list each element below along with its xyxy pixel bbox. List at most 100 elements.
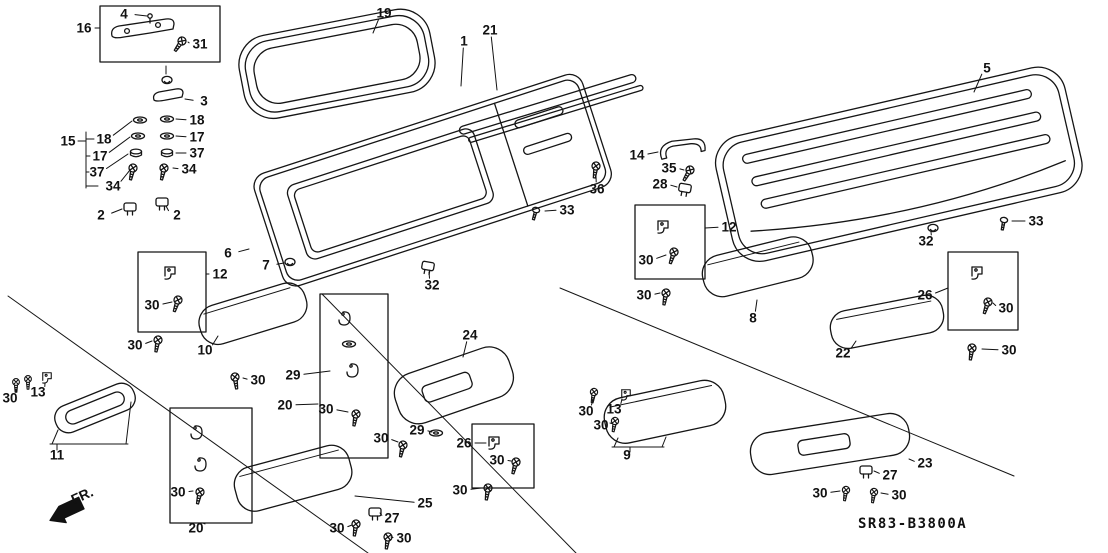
callout-leader bbox=[908, 458, 915, 462]
clip-box-26-right bbox=[947, 251, 1019, 331]
screw-icon bbox=[156, 162, 170, 182]
screw-icon bbox=[868, 487, 879, 504]
callout-7: 7 bbox=[262, 258, 270, 273]
callout-37: 37 bbox=[89, 165, 104, 180]
callout-30: 30 bbox=[2, 391, 17, 406]
hook-box-lowerleft bbox=[169, 407, 253, 524]
callout-30: 30 bbox=[638, 253, 653, 268]
callout-1: 1 bbox=[460, 34, 468, 49]
screw-icon bbox=[151, 334, 164, 354]
stud-icon bbox=[998, 216, 1009, 232]
divider-line-left bbox=[7, 295, 369, 553]
callout-23: 23 bbox=[917, 456, 933, 471]
callout-leader bbox=[428, 271, 430, 279]
hook-icon bbox=[194, 457, 207, 472]
callout-leader bbox=[184, 98, 194, 101]
callout-leader bbox=[303, 370, 331, 375]
visor-clip-icon bbox=[164, 266, 176, 280]
callout-28: 28 bbox=[652, 177, 668, 192]
callout-19: 19 bbox=[376, 6, 391, 21]
callout-leader bbox=[111, 208, 123, 214]
callout-leader bbox=[507, 460, 512, 462]
washer-icon bbox=[159, 132, 175, 140]
callout-leader bbox=[108, 136, 131, 153]
screw-icon bbox=[481, 482, 494, 502]
hook-icon bbox=[338, 311, 351, 326]
clip-icon bbox=[155, 197, 169, 211]
callout-leader bbox=[347, 524, 353, 528]
callout-30: 30 bbox=[170, 485, 185, 500]
callout-leader bbox=[372, 18, 380, 34]
sun-visor-24 bbox=[393, 346, 515, 425]
screw-icon bbox=[659, 287, 672, 307]
screw-icon bbox=[395, 439, 409, 459]
screw-icon bbox=[608, 416, 620, 433]
callout-leader bbox=[354, 495, 415, 503]
callout-leader bbox=[591, 398, 594, 406]
callout-3: 3 bbox=[200, 94, 208, 109]
washer-icon bbox=[341, 340, 357, 348]
callout-30: 30 bbox=[127, 338, 142, 353]
washer-icon bbox=[428, 429, 444, 437]
callout-leader bbox=[850, 340, 857, 349]
callout-2: 2 bbox=[97, 208, 105, 223]
sun-visor-22 bbox=[829, 294, 945, 350]
grab-handle-11 bbox=[54, 382, 136, 434]
callout-leader bbox=[391, 439, 399, 443]
callout-29: 29 bbox=[409, 423, 424, 438]
callout-leader bbox=[295, 403, 319, 406]
visor-clip-icon bbox=[488, 436, 500, 450]
callout-leader bbox=[187, 41, 190, 44]
callout-leader bbox=[935, 287, 949, 294]
clip-icon bbox=[859, 465, 873, 479]
callout-12: 12 bbox=[212, 267, 227, 282]
screw-icon bbox=[965, 342, 978, 362]
screw-icon bbox=[679, 163, 697, 184]
callout-22: 22 bbox=[835, 346, 850, 361]
callout-30: 30 bbox=[318, 402, 333, 417]
callout-leader bbox=[390, 536, 394, 538]
callout-leader bbox=[647, 151, 659, 155]
callout-27: 27 bbox=[384, 511, 399, 526]
callout-18: 18 bbox=[96, 132, 112, 147]
callout-30: 30 bbox=[636, 288, 651, 303]
callout-leader bbox=[379, 512, 383, 516]
roof-molding bbox=[458, 73, 644, 143]
callout-leader bbox=[462, 341, 468, 358]
part-code: SR83-B3800A bbox=[858, 516, 967, 532]
callout-leader bbox=[880, 492, 889, 495]
callout-leader bbox=[704, 226, 719, 229]
visor-clip-icon bbox=[42, 372, 52, 384]
callout-34: 34 bbox=[181, 162, 197, 177]
callout-26: 26 bbox=[456, 436, 472, 451]
screw-icon bbox=[192, 486, 206, 506]
callout-leader bbox=[202, 522, 206, 525]
callout-4: 4 bbox=[120, 7, 128, 22]
callout-30: 30 bbox=[1001, 343, 1016, 358]
callout-leader bbox=[276, 262, 285, 265]
callout-30: 30 bbox=[452, 483, 467, 498]
callout-30: 30 bbox=[812, 486, 827, 501]
screw-icon bbox=[169, 294, 184, 314]
screw-icon bbox=[171, 34, 189, 54]
callout-9: 9 bbox=[623, 448, 631, 463]
callout-leader bbox=[175, 135, 187, 138]
callout-35: 35 bbox=[661, 161, 677, 176]
callout-6: 6 bbox=[224, 246, 232, 261]
callout-26: 26 bbox=[917, 288, 933, 303]
roof-panel bbox=[253, 73, 612, 287]
callout-17: 17 bbox=[189, 130, 204, 145]
hook-box-center bbox=[319, 293, 389, 459]
callout-30: 30 bbox=[998, 301, 1013, 316]
sun-visor-25 bbox=[233, 444, 353, 512]
callout-33: 33 bbox=[1028, 214, 1044, 229]
clip-icon bbox=[420, 260, 436, 276]
visor-holder-box-left bbox=[137, 251, 207, 333]
callout-leader bbox=[973, 73, 983, 93]
callout-leader bbox=[992, 302, 997, 306]
callout-leader bbox=[175, 118, 187, 121]
headliner-panel bbox=[714, 66, 1083, 262]
callout-leader bbox=[670, 184, 678, 188]
callout-leader bbox=[981, 348, 999, 351]
